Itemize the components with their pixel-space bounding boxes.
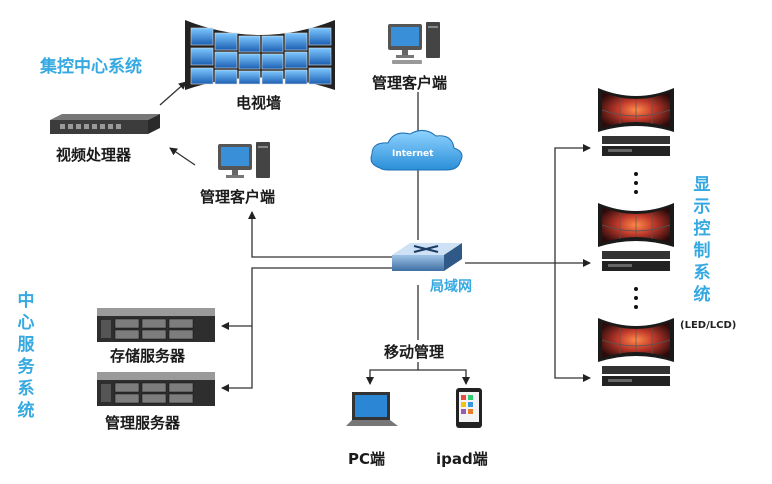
ipad-graphic xyxy=(456,388,482,428)
mgmt-server-label: 管理服务器 xyxy=(105,414,181,432)
mgmt-client-top-label: 管理客户端 xyxy=(372,74,448,92)
ipad-label: ipad端 xyxy=(436,450,488,468)
video-processor-label: 视频处理器 xyxy=(56,146,132,164)
display-unit-1 xyxy=(598,88,674,156)
pc-label: PC端 xyxy=(348,450,386,468)
internet-cloud-graphic xyxy=(370,130,463,171)
display-control-label: 显示控制系统 xyxy=(692,174,712,306)
laptop-graphic xyxy=(346,392,398,426)
led-lcd-label: (LED/LCD) xyxy=(680,320,737,331)
connection-lines xyxy=(159,81,591,392)
display-unit-2 xyxy=(598,203,674,271)
lan-label: 局域网 xyxy=(430,279,472,295)
ellipsis-dots xyxy=(634,172,638,309)
tv-wall-label: 电视墙 xyxy=(236,94,282,112)
mobile-mgmt-label: 移动管理 xyxy=(384,343,445,361)
storage-server-graphic xyxy=(97,308,215,342)
internet-label: Internet xyxy=(392,149,434,159)
lan-router-graphic xyxy=(392,243,462,271)
center-service-label: 中心服务系统 xyxy=(16,290,36,422)
video-processor-graphic xyxy=(50,114,160,134)
display-control-text: 显示控制系统 xyxy=(693,175,711,305)
tv-wall-graphic xyxy=(185,20,335,90)
mgmt-server-graphic xyxy=(97,372,215,406)
mgmt-client-mid-label: 管理客户端 xyxy=(200,188,276,206)
central-control-label: 集控中心系统 xyxy=(40,57,142,77)
pc-top-graphic xyxy=(388,22,440,64)
storage-server-label: 存储服务器 xyxy=(110,347,186,365)
pc-mid-graphic xyxy=(218,142,270,178)
display-unit-3 xyxy=(598,318,674,386)
center-service-text: 中心服务系统 xyxy=(17,291,35,421)
